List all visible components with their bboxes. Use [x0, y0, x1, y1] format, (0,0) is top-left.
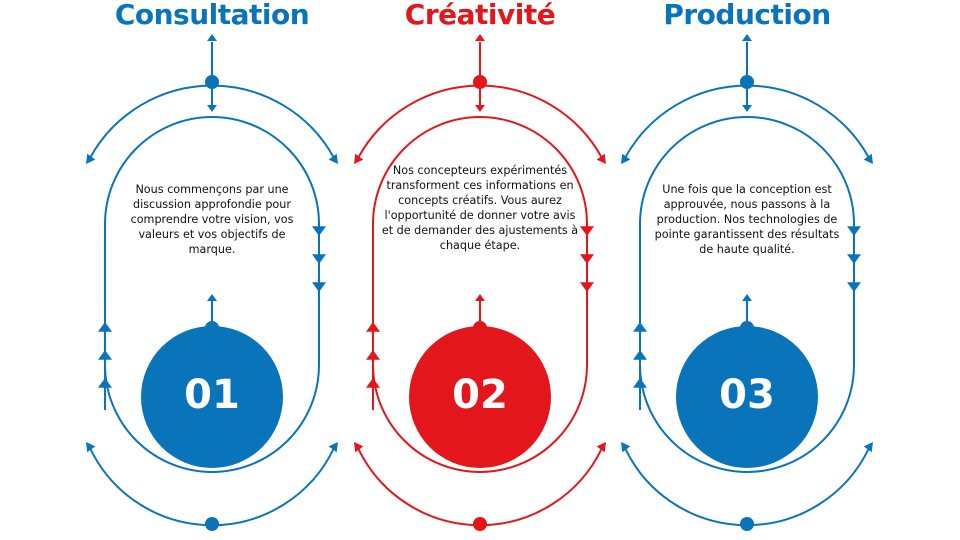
step-1-flow-down-arrow-icon	[312, 282, 326, 292]
step-3-number: 03	[719, 372, 775, 418]
step-2-number-circle	[409, 326, 551, 468]
step-3-flow-up-arrow-icon	[633, 322, 647, 332]
step-2-bottom-left-arrow-icon	[354, 442, 364, 453]
step-3-pointer-arrow-icon	[742, 294, 752, 301]
step-1-number-circle	[141, 326, 283, 468]
step-3-flow-down-arrow-icon	[847, 226, 861, 236]
step-3-title: Production	[663, 0, 831, 31]
step-1-pointer-arrow-icon	[207, 294, 217, 301]
step-1-bottom-dot	[205, 517, 219, 531]
step-3-up-arrow-icon	[742, 34, 752, 41]
step-2-top-right-arrow-icon	[596, 153, 606, 164]
step-2-title: Créativité	[404, 0, 556, 31]
step-2-bottom-right-arrow-icon	[596, 442, 606, 453]
step-2-down-arrow-icon	[475, 105, 485, 112]
step-2-flow-up-arrow-icon	[366, 322, 380, 332]
step-1-title: Consultation	[114, 0, 310, 31]
step-1-flow-up-arrow-icon	[98, 322, 112, 332]
step-2-top-left-arrow-icon	[354, 153, 364, 164]
step-3-bottom-left-arrow-icon	[621, 442, 631, 453]
step-1-top-dot	[205, 75, 219, 89]
step-1-flow-down-arrow-icon	[312, 254, 326, 264]
step-2-description: Nos concepteurs expérimentés transformen…	[381, 164, 579, 252]
step-2-flow-down-arrow-icon	[580, 282, 594, 292]
step-1-up-arrow-icon	[207, 34, 217, 41]
step-1-top-right-arrow-icon	[328, 153, 338, 164]
step-3-top-right-arrow-icon	[863, 153, 873, 164]
step-3-description: Une fois que la conception est approuvée…	[654, 183, 840, 256]
step-2-bottom-dot	[473, 517, 487, 531]
step-2-flow-down-arrow-icon	[580, 226, 594, 236]
step-1-bottom-left-arrow-icon	[86, 442, 96, 453]
step-1-down-arrow-icon	[207, 105, 217, 112]
step-1-bottom-right-arrow-icon	[328, 442, 338, 453]
step-1-number: 01	[184, 372, 240, 418]
step-2-flow-up-arrow-icon	[366, 350, 380, 360]
step-1-flow-up-arrow-icon	[98, 350, 112, 360]
step-3-flow-down-arrow-icon	[847, 282, 861, 292]
step-2-top-dot	[473, 75, 487, 89]
step-2-loop	[372, 116, 588, 473]
step-3-top-left-arrow-icon	[621, 153, 631, 164]
step-3-bottom-right-arrow-icon	[863, 442, 873, 453]
step-3-flow-up-arrow-icon	[633, 378, 647, 388]
step-3-number-circle	[676, 326, 818, 468]
step-1-flow-down-arrow-icon	[312, 226, 326, 236]
step-3-top-dot	[740, 75, 754, 89]
step-2-up-arrow-icon	[475, 34, 485, 41]
step-3-flow-up-arrow-icon	[633, 350, 647, 360]
step-3-loop	[639, 116, 855, 473]
step-2-pointer-arrow-icon	[475, 294, 485, 301]
step-1-description: Nous commençons par une discussion appro…	[130, 183, 294, 256]
step-3-bottom-dot	[740, 517, 754, 531]
step-2-flow-up-arrow-icon	[366, 378, 380, 388]
step-1-flow-up-arrow-icon	[98, 378, 112, 388]
step-3-flow-down-arrow-icon	[847, 254, 861, 264]
step-2-flow-down-arrow-icon	[580, 254, 594, 264]
step-1-top-left-arrow-icon	[86, 153, 96, 164]
step-1-loop	[104, 116, 320, 473]
step-2-number: 02	[452, 372, 508, 418]
step-3-down-arrow-icon	[742, 105, 752, 112]
